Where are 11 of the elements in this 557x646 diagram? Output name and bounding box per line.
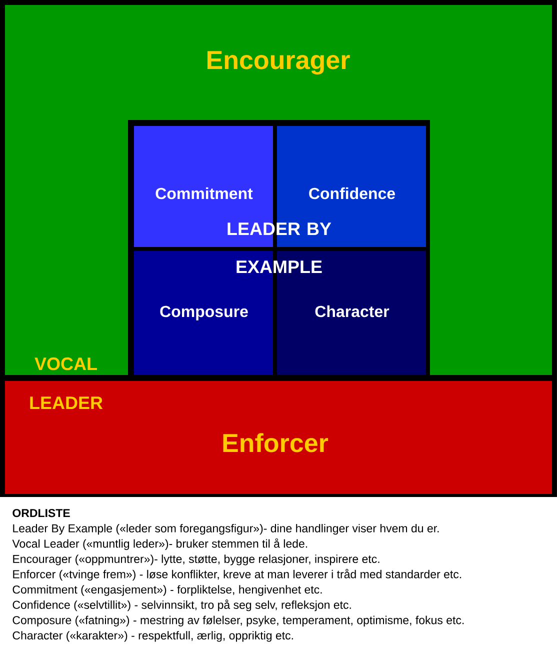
glossary-entry: Composure («fatning») - mestring av følelser, psyke, temperament, optimisme, fokus etc.: [12, 616, 464, 626]
glossary-entry: Confidence («selvtillit») - selvinnsikt, tro på seg selv, refleksjon etc.: [12, 600, 351, 612]
glossary-entry: Vocal Leader («muntlig leder»)- bruker stemmen til å lede.: [12, 538, 308, 550]
glossary-entry: Enforcer («tvinge frem») - løse konflikter, kreve at man leverer i tråd med standarder etc.: [13, 568, 462, 581]
glossary-heading: ORDLISTE: [12, 508, 70, 518]
zone-label: VOCAL: [34, 357, 97, 370]
zone-label: LEADER: [30, 396, 103, 409]
glossary-entry: Character («karakter») - respektfull, ærlig, oppriktig etc.: [12, 631, 293, 642]
glossary-entry: Encourager («oppmuntrer»)- lytte, støtte, bygge relasjoner, inspirere etc.: [13, 554, 380, 566]
glossary-entry: Commitment («engasjement») - forpliktelse, hengivenhet etc.: [12, 585, 322, 596]
glossary-entry: Leader By Example («leder som foregangsfigur»)- dine handlinger viser hvem du er.: [13, 524, 439, 535]
